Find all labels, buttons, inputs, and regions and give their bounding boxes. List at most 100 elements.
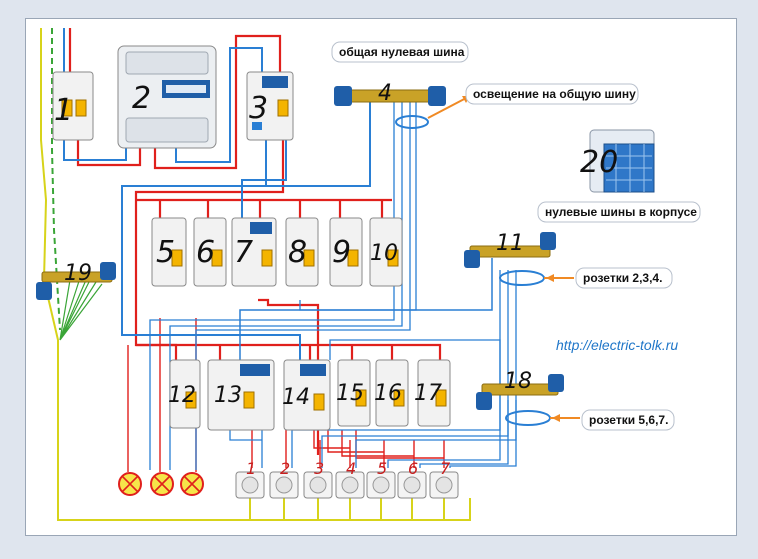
label-10: 10 xyxy=(370,241,398,266)
rcd-13-badge xyxy=(240,364,270,376)
socket-3: 3 xyxy=(303,459,333,499)
socket-3-label: 3 xyxy=(314,459,324,478)
breaker-17-handle xyxy=(435,389,447,407)
socket-1-face xyxy=(241,476,259,494)
label-18: 18 xyxy=(504,369,532,394)
rcbo-7-badge xyxy=(250,222,272,234)
callout-sockets-234-text: розетки 2,3,4. xyxy=(583,271,662,285)
label-8: 8 xyxy=(288,235,307,270)
socket-3-face xyxy=(309,476,327,494)
breaker-15: 15 xyxy=(336,359,371,427)
socket-5-label: 5 xyxy=(377,459,387,478)
earth-socket-taps xyxy=(249,498,445,520)
label-15: 15 xyxy=(336,381,364,406)
enclosed-bus-20: 20 xyxy=(580,129,655,193)
breaker-6-handle xyxy=(211,249,223,267)
phase-row1-taps xyxy=(158,200,384,218)
breaker-6: 6 xyxy=(193,217,227,287)
breaker-12-handle xyxy=(185,391,197,409)
rcd-3-test-button xyxy=(252,122,262,130)
label-6: 6 xyxy=(196,235,215,270)
label-19: 19 xyxy=(64,261,92,286)
breaker-1-handle xyxy=(61,99,73,117)
site-url: http://electric-tolk.ru xyxy=(556,337,678,353)
earth-main-wire xyxy=(40,28,471,521)
bus-18-left-mount xyxy=(476,392,492,410)
neutral-wires xyxy=(63,28,517,470)
breaker-12: 12 xyxy=(168,359,201,429)
neutral-bus18-sockets xyxy=(387,400,517,468)
lamp-1-cross xyxy=(121,475,139,493)
socket-2-label: 2 xyxy=(280,459,290,478)
callout-sockets-567-text: розетки 5,6,7. xyxy=(589,413,668,427)
rcd-3-handle xyxy=(277,99,289,117)
neutral-bus-4: 4 xyxy=(334,81,446,106)
socket-7-face xyxy=(435,476,453,494)
socket-1-label: 1 xyxy=(246,459,256,478)
breaker-8: 8 xyxy=(285,217,319,287)
callout-neutral-bus-box xyxy=(331,41,469,63)
callout-lighting-box xyxy=(465,83,639,105)
rcd-3-badge xyxy=(262,76,288,88)
breaker-9: 9 xyxy=(329,217,363,287)
label-3: 3 xyxy=(249,91,268,126)
callout-enclosed-buses-box xyxy=(537,201,701,223)
socket-1: 1 xyxy=(235,459,265,499)
callout-enclosed-buses-text: нулевые шины в корпусе xyxy=(545,205,697,219)
breaker-5: 5 xyxy=(151,217,187,287)
phase-row2-taps xyxy=(218,345,394,360)
socket-6-label: 6 xyxy=(408,459,418,478)
meter-lcd xyxy=(166,85,206,93)
earth-bus-19: 19 xyxy=(36,261,116,300)
bus-19-right-mount xyxy=(100,262,116,280)
socket-4-label: 4 xyxy=(346,459,356,478)
breaker-9-body xyxy=(329,217,363,287)
callout-lighting-text: освещение на общую шину xyxy=(473,87,636,101)
label-7: 7 xyxy=(234,235,253,270)
breaker-16-handle xyxy=(393,389,405,407)
breaker-15-body xyxy=(337,359,371,427)
electric-meter-2: 2 xyxy=(117,45,217,149)
breaker-5-body xyxy=(151,217,187,287)
callout-neutral-bus-text: общая нулевая шина xyxy=(339,45,465,59)
enclosure-20-grid xyxy=(606,144,652,192)
phase-socket-feeds xyxy=(251,430,445,468)
breaker-10-handle xyxy=(387,249,399,267)
lamp-3-cross xyxy=(183,475,201,493)
rcbo-7-handle xyxy=(261,249,273,267)
breaker-1: 1 xyxy=(52,71,94,141)
neutral-bus-18: 18 xyxy=(476,369,564,410)
breaker-8-body xyxy=(285,217,319,287)
bus-4-left-mount xyxy=(334,86,352,106)
rcbo-14-handle xyxy=(313,393,325,411)
neutral-to-rcbo7 xyxy=(241,140,287,228)
bus-11-left-mount xyxy=(464,250,480,268)
socket-4-face xyxy=(341,476,359,494)
lamps xyxy=(118,472,204,496)
breaker-9-handle xyxy=(347,249,359,267)
socket-7: 7 xyxy=(429,459,459,499)
sockets-234-pointer-head xyxy=(546,274,554,282)
rcbo-14: 14 xyxy=(282,359,331,431)
callout-lighting: освещение на общую шину xyxy=(395,83,639,129)
label-12: 12 xyxy=(168,383,196,408)
breaker-10-body xyxy=(369,217,403,287)
neutral-to-rcbo14 xyxy=(121,185,301,360)
socket-2-face xyxy=(275,476,293,494)
rcd-3: 3 xyxy=(246,71,294,141)
rcbo-7-body xyxy=(231,217,277,287)
lamp-2-cross xyxy=(153,475,171,493)
callout-sockets-234: розетки 2,3,4. xyxy=(499,267,673,289)
rcd-13: 13 xyxy=(207,359,275,431)
rcbo-14-badge xyxy=(300,364,326,376)
breaker-10: 10 xyxy=(369,217,403,287)
label-5: 5 xyxy=(156,235,175,270)
label-17: 17 xyxy=(414,381,442,406)
callout-neutral-bus: общая нулевая шина xyxy=(331,41,469,63)
bus-19-left-mount xyxy=(36,282,52,300)
breaker-17: 17 xyxy=(414,359,451,427)
callout-enclosed-buses: нулевые шины в корпусе xyxy=(537,201,701,223)
phase-3-to-distribution xyxy=(134,140,285,360)
